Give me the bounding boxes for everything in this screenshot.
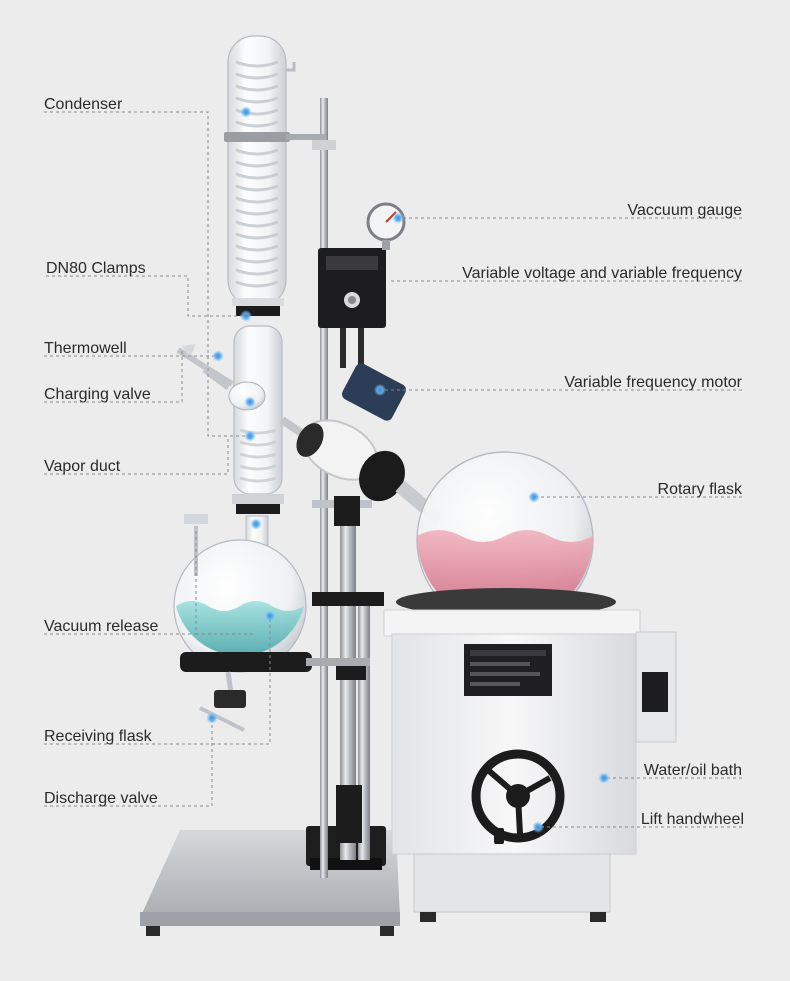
label-water-oil-bath: Water/oil bath bbox=[643, 762, 742, 779]
label-vacuum-release: Vacuum release bbox=[44, 618, 159, 635]
marker-condenser bbox=[240, 106, 252, 118]
marker-gauge bbox=[392, 212, 404, 224]
marker-dots bbox=[206, 106, 610, 833]
marker-rotary bbox=[528, 491, 540, 503]
label-dn80-clamps: DN80 Clamps bbox=[46, 260, 146, 277]
vacuum-gauge bbox=[366, 202, 406, 250]
leader-discharge bbox=[44, 720, 213, 807]
marker-discharge bbox=[206, 712, 218, 724]
marker-vapor bbox=[244, 430, 256, 442]
label-variable-motor: Variable frequency motor bbox=[564, 374, 742, 391]
marker-handwheel bbox=[532, 821, 544, 833]
marker-receiving bbox=[264, 610, 276, 622]
marker-charging bbox=[244, 396, 256, 408]
label-vaccuum-gauge: Vaccuum gauge bbox=[627, 202, 742, 219]
leader-condenser bbox=[44, 111, 246, 437]
marker-vacuum-release bbox=[250, 518, 262, 530]
lift-handwheel bbox=[471, 749, 565, 844]
label-condenser: Condenser bbox=[44, 96, 123, 113]
marker-motor bbox=[374, 384, 386, 396]
label-variable-voltage: Variable voltage and variable frequency bbox=[462, 265, 742, 282]
marker-dn80 bbox=[240, 310, 252, 322]
marker-thermowell bbox=[212, 350, 224, 362]
leader-vapor bbox=[44, 436, 229, 475]
water-bath bbox=[383, 588, 677, 922]
label-rotary-flask: Rotary flask bbox=[657, 481, 742, 498]
leader-dn80 bbox=[46, 275, 244, 317]
control-box bbox=[318, 248, 386, 368]
marker-bath bbox=[598, 772, 610, 784]
label-receiving-flask: Receiving flask bbox=[44, 728, 152, 745]
label-vapor-duct: Vapor duct bbox=[44, 458, 121, 475]
label-discharge-valve: Discharge valve bbox=[44, 790, 158, 807]
leader-lines bbox=[44, 111, 742, 828]
condenser-glass bbox=[224, 35, 326, 316]
leader-charging bbox=[44, 350, 183, 403]
label-thermowell: Thermowell bbox=[44, 340, 127, 357]
label-charging-valve: Charging valve bbox=[44, 386, 151, 403]
motor-assembly bbox=[296, 363, 445, 526]
vapor-assembly bbox=[176, 325, 309, 514]
label-lift-handwheel: Lift handwheel bbox=[640, 811, 744, 828]
